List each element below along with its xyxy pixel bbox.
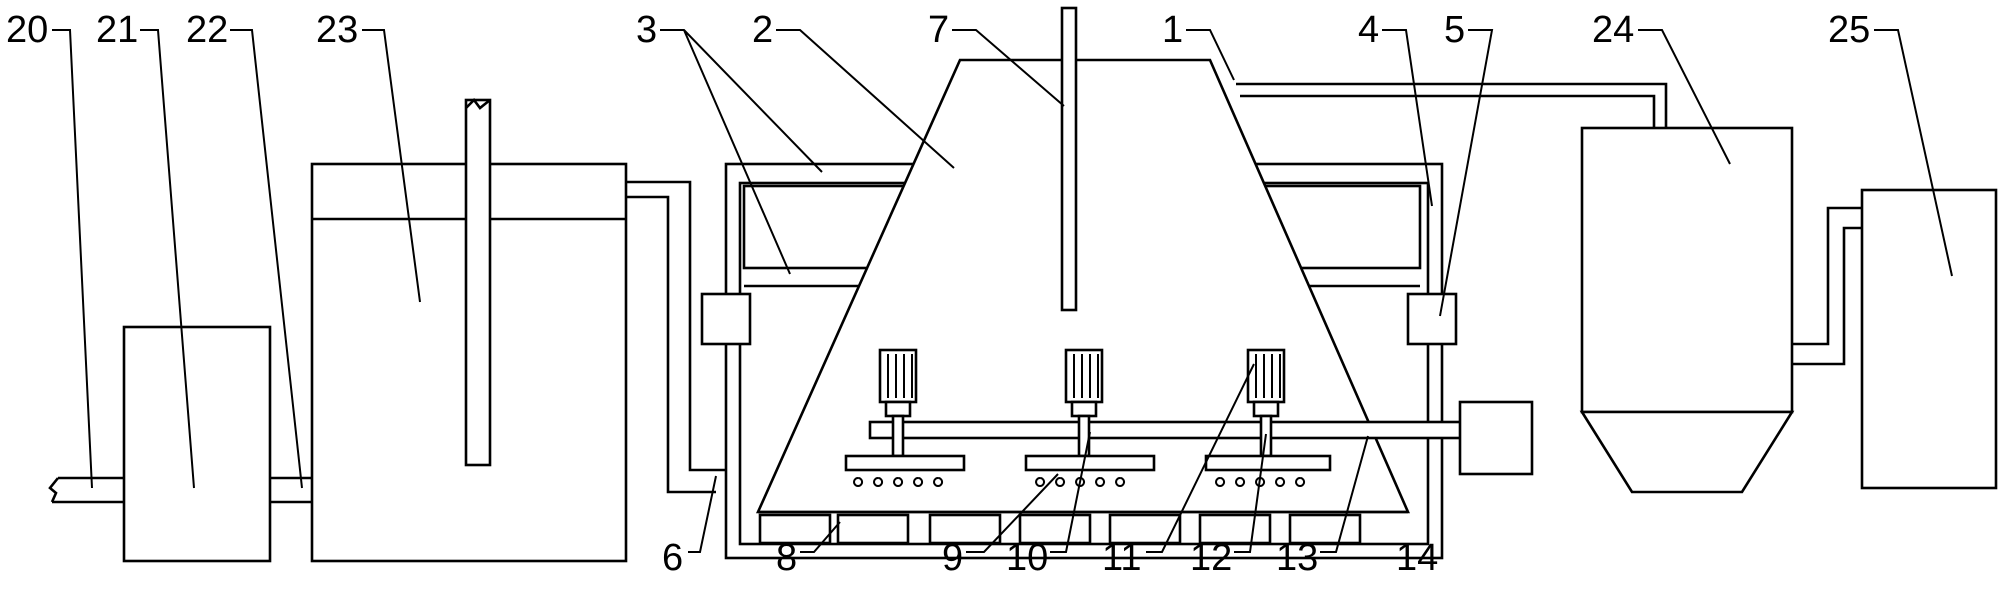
sensor-5 bbox=[1406, 292, 1458, 346]
label-12: 12 bbox=[1190, 537, 1232, 579]
pipe-22 bbox=[270, 476, 312, 504]
bottom-chambers-8 bbox=[758, 513, 1362, 545]
label-4: 4 bbox=[1358, 9, 1379, 51]
controller-14 bbox=[1458, 400, 1534, 476]
label-11: 11 bbox=[1102, 537, 1141, 579]
hood-2 bbox=[755, 58, 1464, 514]
sensor-left bbox=[700, 292, 752, 346]
label-1: 1 bbox=[1162, 9, 1183, 51]
unit-24 bbox=[1579, 126, 1795, 494]
label-6: 6 bbox=[662, 537, 683, 579]
pipe-1 bbox=[1236, 82, 1668, 128]
unit-25 bbox=[1860, 188, 1998, 490]
label-3: 3 bbox=[636, 9, 657, 51]
pipe-24-25 bbox=[1792, 206, 1862, 366]
label-21: 21 bbox=[96, 9, 138, 51]
pipe-6 bbox=[626, 180, 740, 494]
inlet-pipe bbox=[48, 476, 124, 504]
label-25: 25 bbox=[1828, 9, 1870, 51]
label-9: 9 bbox=[942, 537, 963, 579]
label-24: 24 bbox=[1592, 9, 1634, 51]
label-20: 20 bbox=[6, 9, 48, 51]
label-2: 2 bbox=[752, 9, 773, 51]
label-13: 13 bbox=[1276, 537, 1318, 579]
label-5: 5 bbox=[1444, 9, 1465, 51]
label-7: 7 bbox=[928, 9, 949, 51]
label-10: 10 bbox=[1006, 537, 1048, 579]
label-14: 14 bbox=[1396, 537, 1438, 579]
shaft-7 bbox=[1060, 6, 1078, 312]
labels: 20 21 22 23 3 2 7 1 4 5 24 25 6 8 9 10 1… bbox=[6, 9, 1870, 579]
label-22: 22 bbox=[186, 9, 228, 51]
leader-lines bbox=[52, 29, 1953, 553]
unit-21 bbox=[122, 325, 272, 563]
tank-23 bbox=[310, 98, 628, 563]
label-23: 23 bbox=[316, 9, 358, 51]
stirrer-left bbox=[844, 348, 966, 487]
label-8: 8 bbox=[776, 537, 797, 579]
stirrer-middle bbox=[1024, 348, 1156, 487]
